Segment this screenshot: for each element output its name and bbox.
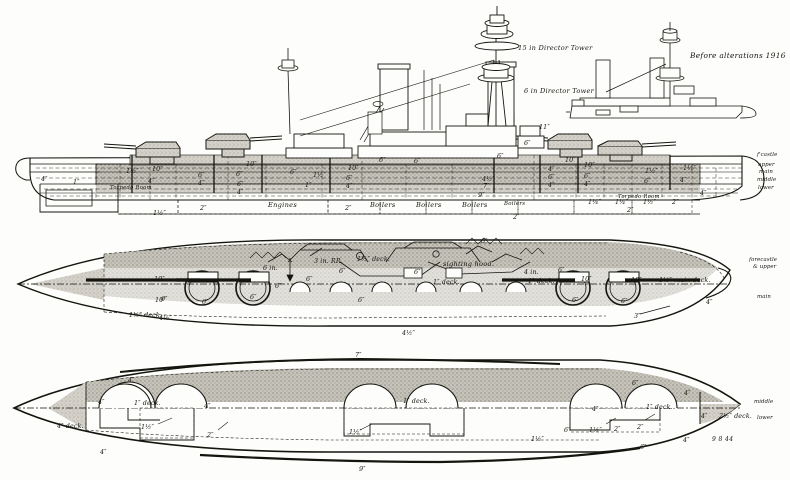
profile-view — [15, 6, 765, 215]
lower-deck-plan-view — [12, 357, 742, 464]
main-deck-plan-view — [16, 237, 732, 327]
inset-before-alterations-1916 — [566, 22, 757, 119]
